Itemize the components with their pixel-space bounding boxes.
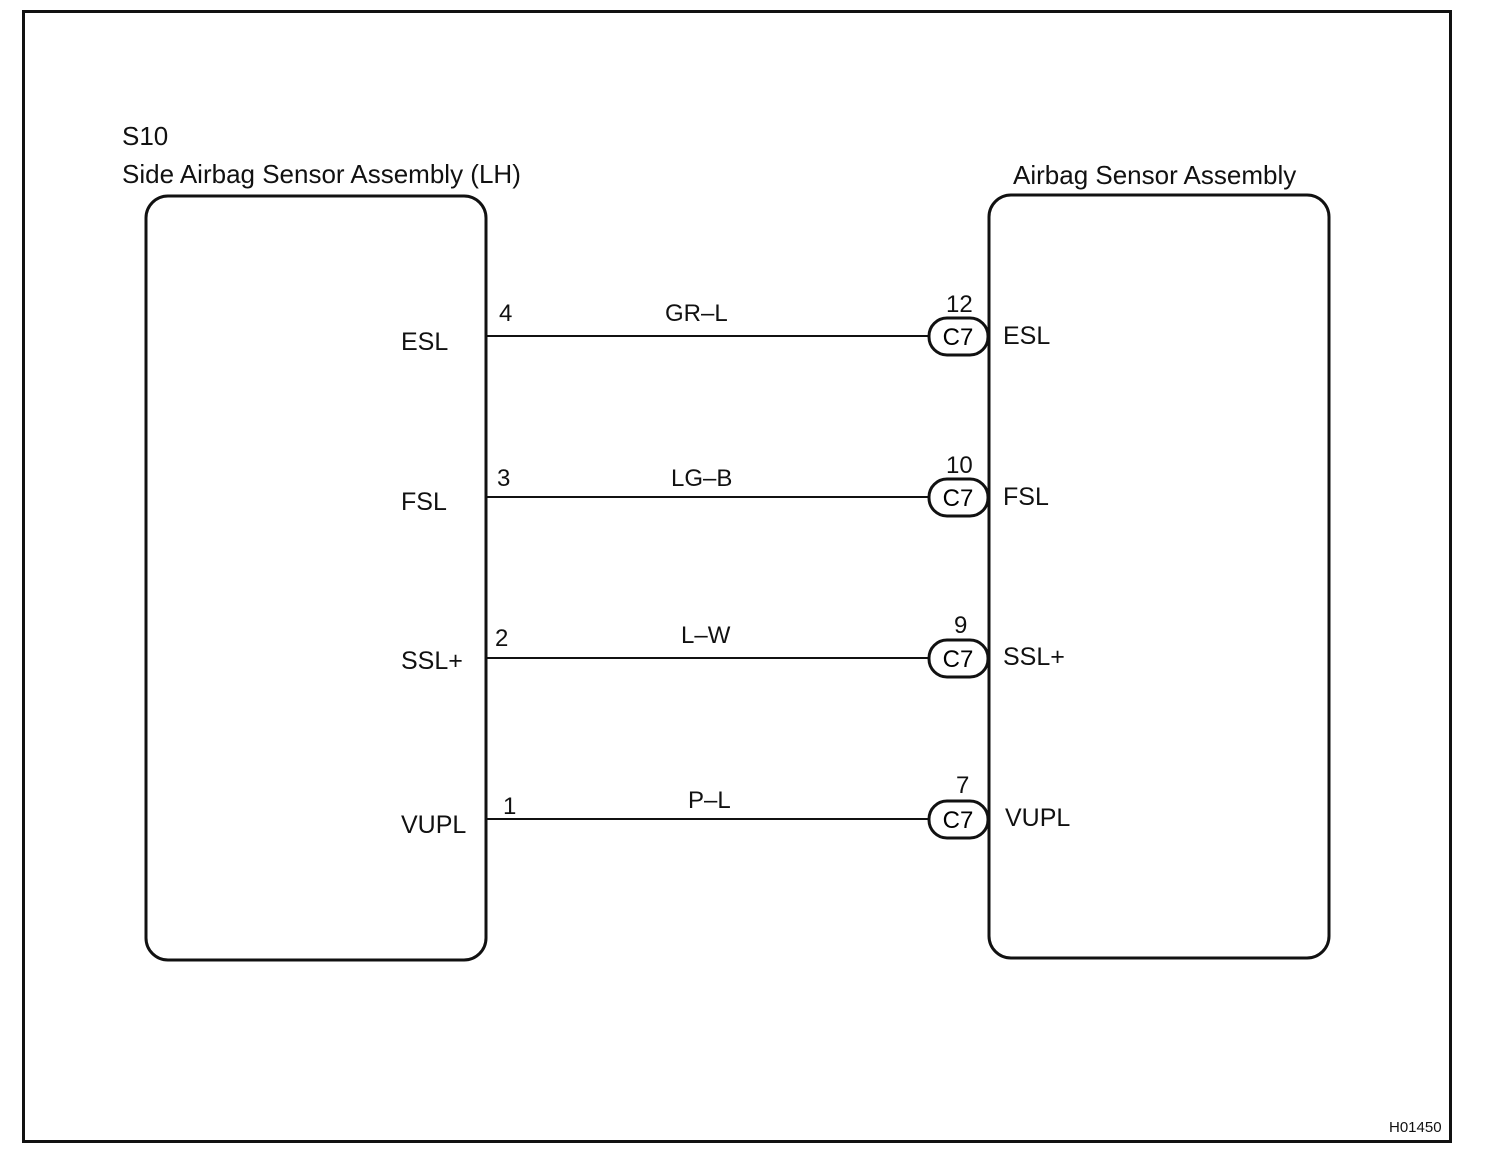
terminal-signal: SSL+ <box>401 647 463 675</box>
terminal-signal: FSL <box>1003 483 1049 511</box>
pin-number: 12 <box>946 291 973 318</box>
component-code: S10 <box>122 121 169 151</box>
pin-number: 9 <box>954 612 968 639</box>
pin-number: 10 <box>946 452 973 479</box>
terminal-signal: ESL <box>401 328 449 356</box>
connector-c7-vupl <box>927 799 990 840</box>
connector-label: C7 <box>943 485 974 512</box>
pin-number: 4 <box>499 300 513 327</box>
connector-label: C7 <box>943 324 974 351</box>
side-airbag-sensor-box <box>144 194 488 962</box>
terminal-signal: ESL <box>1003 322 1051 350</box>
pin-number: 3 <box>497 465 511 492</box>
airbag-sensor-box <box>987 193 1331 960</box>
terminal-signal: FSL <box>401 488 447 516</box>
connector-c7-esl <box>927 316 990 357</box>
connector-c7-fsl <box>927 477 990 518</box>
pin-number: 2 <box>495 625 509 652</box>
connector-c7-ssl <box>927 638 990 679</box>
terminal-signal: VUPL <box>401 811 467 839</box>
terminal-signal: SSL+ <box>1003 643 1065 671</box>
diagram-frame <box>22 10 1452 1143</box>
wire-color-code: GR–L <box>665 300 728 327</box>
wire-color-code: P–L <box>688 787 731 814</box>
wire-color-code: L–W <box>681 622 731 649</box>
component-name: Side Airbag Sensor Assembly (LH) <box>122 159 521 189</box>
connector-label: C7 <box>943 807 974 834</box>
figure-id: H01450 <box>1389 1119 1442 1136</box>
pin-number: 1 <box>503 793 517 820</box>
pin-number: 7 <box>956 772 970 799</box>
connector-label: C7 <box>943 646 974 673</box>
terminal-signal: VUPL <box>1005 804 1071 832</box>
component-name: Airbag Sensor Assembly <box>1013 160 1297 190</box>
wire-color-code: LG–B <box>671 465 733 492</box>
